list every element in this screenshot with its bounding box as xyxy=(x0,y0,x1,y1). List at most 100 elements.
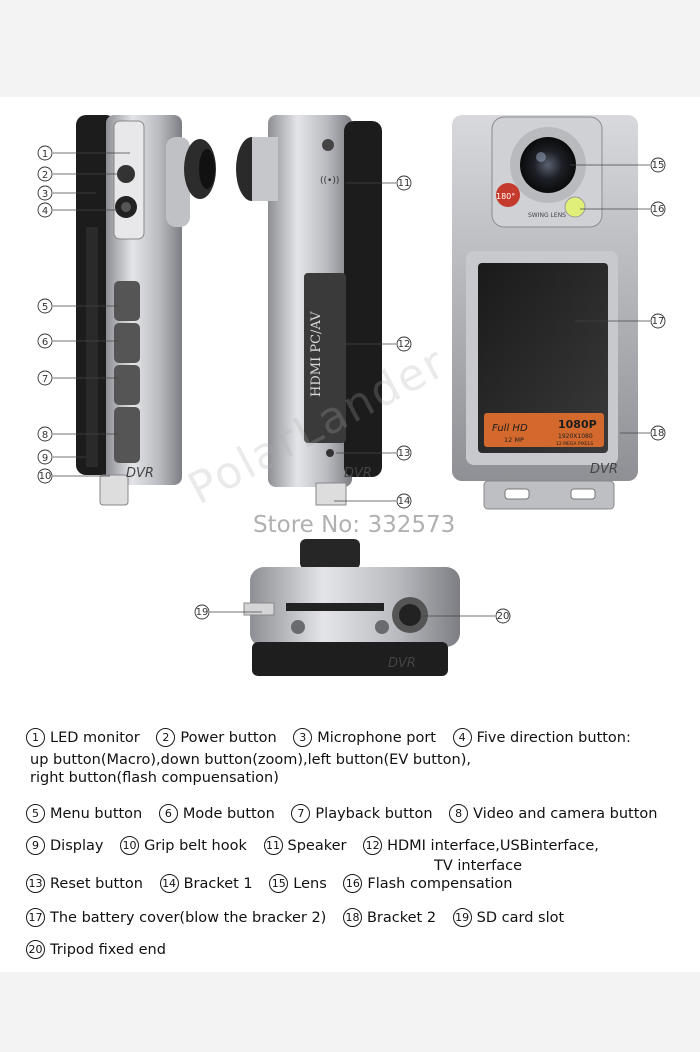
dvr-mark: DVR xyxy=(590,462,618,477)
legend-text: Power button xyxy=(180,729,277,746)
number-badge: 10 xyxy=(120,836,140,855)
camera-diagram: HDMI PC/AV ((•)) 180° SWING LENS Full HD… xyxy=(37,115,666,676)
store-watermark: Store No: 332573 xyxy=(253,512,456,538)
callout-2: 2 xyxy=(37,166,53,182)
legend-item: 20 Tripod fixed end xyxy=(26,940,166,959)
legend-text: Speaker xyxy=(287,837,347,854)
number-badge: 1 xyxy=(26,728,45,747)
svg-text:6: 6 xyxy=(42,337,48,348)
legend-row-6: 20 Tripod fixed end xyxy=(26,940,178,959)
number-badge: 3 xyxy=(293,728,313,747)
callout-5: 5 xyxy=(37,298,53,314)
callout-6: 6 xyxy=(37,333,53,349)
legend-text: LED monitor xyxy=(50,729,140,746)
speaker-mark: ((•)) xyxy=(320,176,339,186)
callout-10: 10 xyxy=(37,468,53,484)
legend-text: Flash compensation xyxy=(367,875,513,892)
number-badge: 16 xyxy=(343,874,363,893)
number-badge: 13 xyxy=(26,874,45,893)
callout-lines xyxy=(53,152,650,617)
svg-text:18: 18 xyxy=(652,428,665,439)
legend-text: Reset button xyxy=(50,875,143,892)
top-band xyxy=(0,0,700,97)
legend-text: Playback button xyxy=(315,805,433,822)
bottom-band xyxy=(0,972,700,1052)
number-badge: 17 xyxy=(26,908,45,927)
full-hd-label: Full HD xyxy=(492,423,528,434)
svg-text:19: 19 xyxy=(196,607,209,618)
legend-text: Lens xyxy=(293,875,327,892)
svg-text:15: 15 xyxy=(652,160,665,171)
legend-text: Display xyxy=(50,837,104,854)
callouts: 1 2 3 4 5 6 7 8 9 10 11 12 13 14 15 16 1… xyxy=(37,145,666,624)
dvr-mark: DVR xyxy=(126,466,154,481)
svg-text:2: 2 xyxy=(42,170,48,181)
number-badge: 4 xyxy=(452,728,472,747)
legend-continuation: TV interface xyxy=(434,858,523,874)
legend-item: 17 The battery cover(blow the bracker 2) xyxy=(26,908,326,927)
callout-14: 14 xyxy=(396,493,412,509)
svg-text:9: 9 xyxy=(42,453,48,464)
callout-7: 7 xyxy=(37,370,53,386)
callout-9: 9 xyxy=(37,449,53,465)
legend-text: The battery cover(blow the bracker 2) xyxy=(50,909,327,926)
svg-text:14: 14 xyxy=(398,496,411,507)
callout-12: 12 xyxy=(396,336,412,352)
number-badge: 5 xyxy=(26,804,45,823)
number-badge: 20 xyxy=(26,940,45,959)
12mp-label: 12 MP xyxy=(504,436,524,444)
legend-text: Five direction button: xyxy=(476,729,631,746)
legend-text: Tripod fixed end xyxy=(50,941,166,958)
legend-text: Mode button xyxy=(182,805,275,822)
legend-text: Video and camera button xyxy=(473,805,658,822)
legend-text: Microphone port xyxy=(317,729,436,746)
callout-4: 4 xyxy=(37,202,53,218)
dvr-mark: DVR xyxy=(388,656,416,671)
svg-text:4: 4 xyxy=(42,206,48,217)
number-badge: 18 xyxy=(342,908,362,927)
callout-13: 13 xyxy=(396,445,412,461)
svg-text:16: 16 xyxy=(652,204,665,215)
legend-continuation: right button(flash compuensation) xyxy=(30,770,279,786)
hdmi-label: HDMI PC/AV xyxy=(309,311,324,397)
number-badge: 9 xyxy=(26,836,45,855)
svg-text:13: 13 xyxy=(398,448,411,459)
svg-text:5: 5 xyxy=(42,302,48,313)
camera-right-view: HDMI PC/AV ((•)) xyxy=(236,115,382,506)
svg-text:1: 1 xyxy=(42,149,48,160)
svg-text:12: 12 xyxy=(398,339,411,350)
1920-label: 1920X1080 xyxy=(558,433,593,440)
legend-continuation: up button(Macro),down button(zoom),left … xyxy=(30,752,471,768)
callout-3: 3 xyxy=(37,185,53,201)
1080p-label: 1080P xyxy=(558,418,597,431)
legend-text: Bracket 1 xyxy=(183,875,253,892)
callout-1: 1 xyxy=(37,145,53,161)
number-badge: 6 xyxy=(158,804,178,823)
callout-15: 15 xyxy=(650,157,666,173)
svg-text:17: 17 xyxy=(652,316,665,327)
legend-text: HDMI interface,USBinterface, xyxy=(387,837,599,854)
svg-text:3: 3 xyxy=(42,189,48,200)
mega-pixels-label: 12 MEGA PIXELS xyxy=(556,441,593,447)
svg-text:10: 10 xyxy=(39,471,52,482)
number-badge: 2 xyxy=(156,728,176,747)
rotate-mark: 180° xyxy=(496,192,515,201)
